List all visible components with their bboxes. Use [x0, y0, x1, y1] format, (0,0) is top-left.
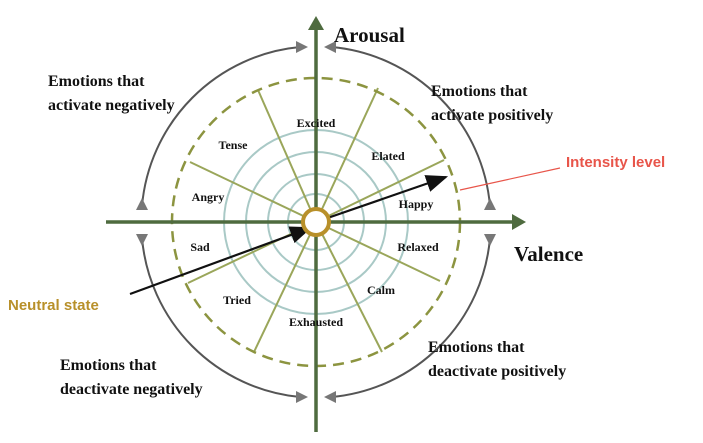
quadrant-top-right-line1: Emotions that — [431, 83, 528, 100]
arc-arrowheads — [136, 41, 496, 403]
arc-top-left — [141, 46, 301, 207]
emotion-label-elated: Elated — [371, 149, 405, 163]
quadrant-bottom-right-line1: Emotions that — [428, 339, 525, 356]
emotion-labels: Excited Elated Happy Relaxed Calm Exhaus… — [190, 116, 439, 329]
quadrant-top-right-line2: activate positively — [431, 107, 553, 124]
spoke — [315, 159, 445, 223]
quadrant-bottom-right-line2: deactivate positively — [428, 363, 566, 380]
quadrant-bottom-left-line2: deactivate negatively — [60, 381, 203, 398]
arousal-arrowhead-icon — [308, 16, 324, 30]
emotion-label-excited: Excited — [297, 116, 336, 130]
arrowhead-top-right-icon — [324, 41, 336, 53]
arc-top-right — [331, 46, 491, 207]
valence-label: Valence — [514, 242, 583, 266]
spoke — [257, 89, 317, 223]
intensity-arrow — [315, 175, 449, 224]
emotion-label-tense: Tense — [219, 138, 249, 152]
emotion-label-tried: Tried — [223, 293, 251, 307]
arousal-label: Arousal — [334, 23, 405, 47]
arc-bottom-left — [141, 237, 301, 398]
arrowhead-right-top-icon — [484, 198, 496, 210]
arrowhead-bottom-right-icon — [324, 391, 336, 403]
spoke — [315, 221, 383, 353]
quadrant-arcs — [141, 46, 491, 398]
quadrant-top-left-line2: activate negatively — [48, 97, 175, 114]
quadrant-bottom-left-line1: Emotions that — [60, 357, 157, 374]
arrowhead-bottom-left-icon — [296, 391, 308, 403]
emotion-spokes — [187, 87, 445, 353]
neutral-center-circle — [301, 207, 331, 237]
arrowhead-top-left-icon — [296, 41, 308, 53]
emotion-label-happy: Happy — [399, 197, 434, 211]
neutral-state-arrow — [129, 226, 313, 296]
arrowhead-left-top-icon — [136, 198, 148, 210]
intensity-level-label: Intensity level — [566, 154, 665, 171]
emotion-label-relaxed: Relaxed — [397, 240, 439, 254]
spoke — [189, 161, 317, 223]
emotion-label-calm: Calm — [367, 283, 395, 297]
emotion-label-exhausted: Exhausted — [289, 315, 343, 329]
arrowhead-left-bottom-icon — [136, 234, 148, 246]
neutral-state-label: Neutral state — [8, 297, 99, 314]
quadrant-labels: Emotions that activate negatively Emotio… — [48, 73, 566, 398]
emotion-label-angry: Angry — [192, 190, 225, 204]
valence-arrowhead-icon — [512, 214, 526, 230]
spoke — [315, 221, 441, 282]
spoke — [253, 221, 317, 353]
quadrant-top-left-line1: Emotions that — [48, 73, 145, 90]
arrowhead-right-bottom-icon — [484, 234, 496, 246]
intensity-leader-line — [459, 167, 561, 191]
arc-bottom-right — [331, 237, 491, 398]
spoke — [315, 87, 379, 223]
emotion-label-sad: Sad — [190, 240, 210, 254]
